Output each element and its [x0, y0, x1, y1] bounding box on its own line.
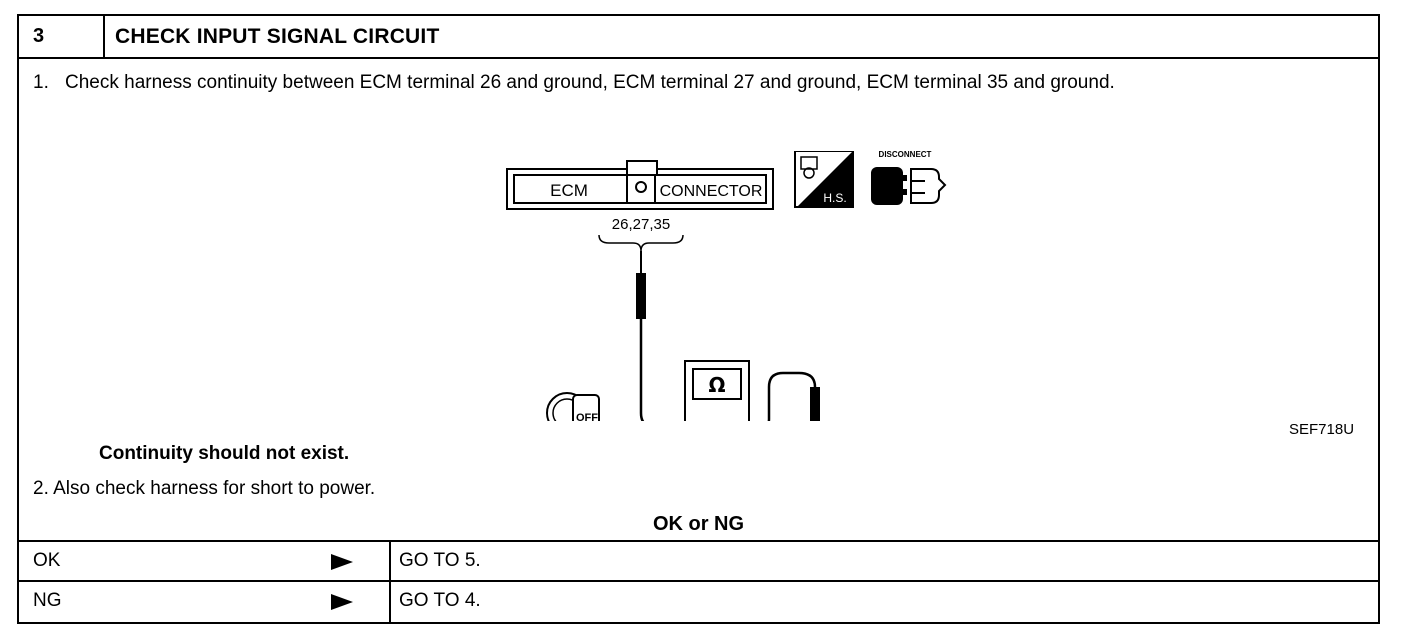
- ohm-symbol: Ω: [708, 373, 725, 397]
- procedure-header: 3 CHECK INPUT SIGNAL CIRCUIT: [19, 16, 1378, 59]
- result-row-ng: NG GO TO 4.: [19, 582, 1378, 622]
- test-probe-positive: [636, 251, 646, 421]
- result-ok-label: OK: [33, 550, 61, 571]
- ignition-key-icon: OFF: [546, 392, 600, 421]
- result-header: OK or NG: [19, 506, 1378, 542]
- continuity-note: Continuity should not exist.: [99, 443, 350, 464]
- disconnect-icon: DISCONNECT: [871, 151, 947, 205]
- result-ng-action: GO TO 4.: [399, 590, 481, 611]
- step-1-number: 1.: [33, 72, 49, 93]
- terminal-numbers: 26,27,35: [612, 216, 670, 233]
- step-2-number: 2.: [33, 478, 49, 499]
- result-ok-arrow-icon: [331, 554, 353, 570]
- terminal-brace: [598, 234, 684, 252]
- ecm-connector: ECM CONNECTOR: [506, 160, 774, 210]
- result-separator: [389, 582, 391, 622]
- step-2: 2. Also check harness for short to power…: [33, 475, 375, 502]
- procedure-body: 1. Check harness continuity between ECM …: [19, 59, 1378, 506]
- harness-service-icon: H.S.: [794, 151, 854, 208]
- ohmmeter: Ω: [684, 360, 750, 421]
- procedure-table: 3 CHECK INPUT SIGNAL CIRCUIT 1. Check ha…: [17, 14, 1380, 624]
- result-ok-action: GO TO 5.: [399, 550, 481, 571]
- result-ng-label: NG: [33, 590, 62, 611]
- step-2-text: Also check harness for short to power.: [53, 478, 376, 499]
- connector-ecm-label: ECM: [550, 181, 588, 200]
- result-separator: [389, 542, 391, 580]
- result-ng-arrow-icon: [331, 594, 353, 610]
- hs-label: H.S.: [823, 191, 846, 205]
- result-row-ok: OK GO TO 5.: [19, 542, 1378, 582]
- figure-id: SEF718U: [1289, 421, 1355, 438]
- disconnect-label: DISCONNECT: [879, 151, 932, 159]
- continuity-check-diagram: ECM CONNECTOR 26,27,35 Ω: [506, 151, 947, 421]
- procedure-title: CHECK INPUT SIGNAL CIRCUIT: [115, 25, 440, 48]
- step-number: 3: [19, 16, 105, 57]
- ignition-key-label: OFF: [576, 412, 598, 421]
- connector-label: CONNECTOR: [660, 183, 763, 200]
- test-probe-ground: [767, 371, 820, 421]
- step-1-text: Check harness continuity between ECM ter…: [65, 72, 1115, 93]
